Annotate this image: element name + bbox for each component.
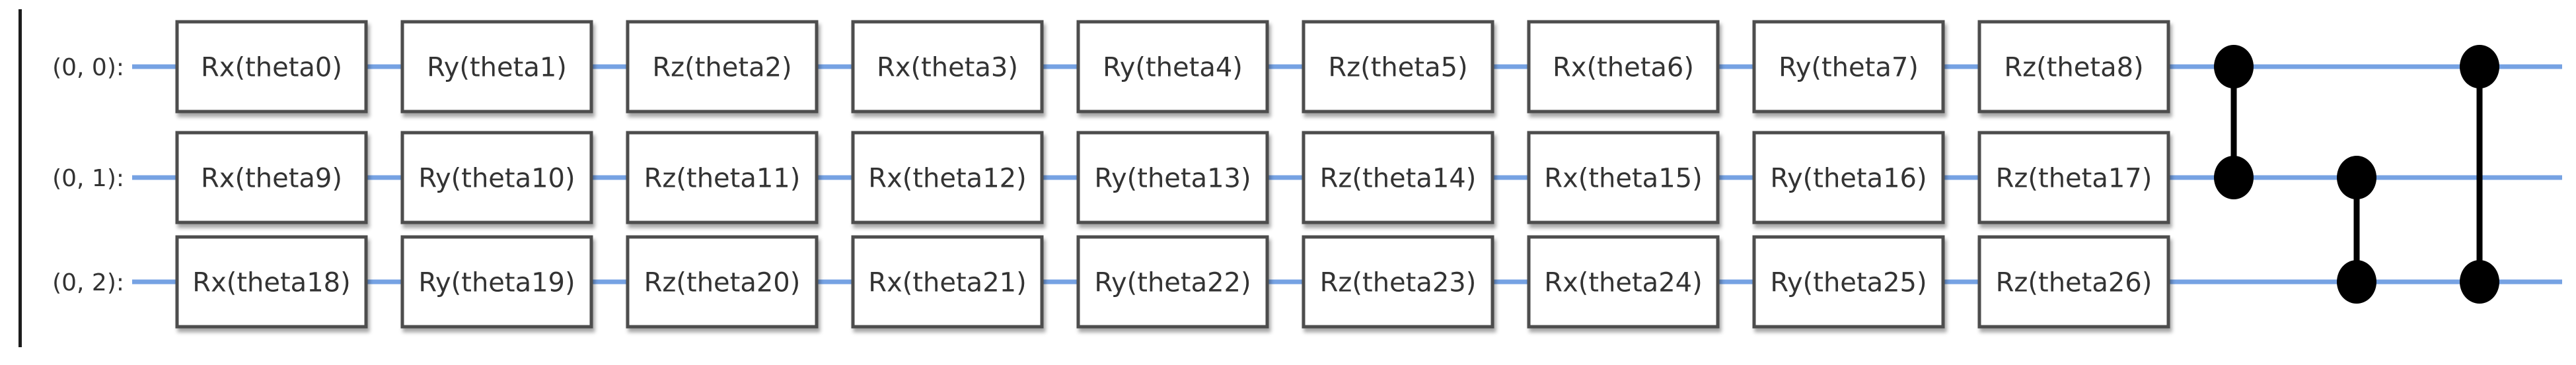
- gate-box: [1752, 20, 1945, 114]
- gate-box: [1977, 235, 2170, 329]
- gate: Ry(theta13): [1076, 131, 1269, 224]
- gate-label: Rx(theta21): [868, 267, 1026, 298]
- gate: Ry(theta4): [1076, 20, 1269, 114]
- gate-label: Rx(theta6): [1553, 52, 1694, 83]
- gate-label: Rx(theta18): [192, 267, 350, 298]
- gate: Rx(theta15): [1527, 131, 1720, 224]
- cz-control-dot: [2214, 45, 2254, 88]
- gate-box: [175, 131, 368, 224]
- gate-box: [1977, 131, 2170, 224]
- qubit-label: (0, 1):: [52, 165, 124, 192]
- gate-box: [626, 131, 819, 224]
- cz-control-dot: [2460, 45, 2499, 88]
- gate-box: [851, 131, 1044, 224]
- gate-box: [175, 235, 368, 329]
- gate: Ry(theta1): [400, 20, 593, 114]
- gate-box: [626, 20, 819, 114]
- gate-label: Ry(theta16): [1770, 163, 1927, 193]
- gate-box: [400, 131, 593, 224]
- gate-label: Ry(theta10): [418, 163, 575, 193]
- gate: Rx(theta18): [175, 235, 368, 329]
- cz-control-dot: [2214, 156, 2254, 199]
- gate: Rz(theta2): [626, 20, 819, 114]
- gate-box: [1527, 131, 1720, 224]
- gate: Rz(theta23): [1302, 235, 1494, 329]
- gate-label: Rz(theta20): [644, 267, 801, 298]
- gate-box: [400, 235, 593, 329]
- cz-control-dot: [2337, 260, 2376, 304]
- qubit-label: (0, 2):: [52, 269, 124, 296]
- gate-label: Rx(theta24): [1544, 267, 1702, 298]
- gate-box: [851, 235, 1044, 329]
- gate-box: [1302, 20, 1494, 114]
- gate: Ry(theta19): [400, 235, 593, 329]
- gate-label: Ry(theta4): [1103, 52, 1243, 83]
- gate-label: Ry(theta7): [1779, 52, 1919, 83]
- gate-label: Rx(theta3): [877, 52, 1018, 83]
- gate-box: [1302, 235, 1494, 329]
- gate-label: Rz(theta11): [644, 163, 801, 193]
- gate-label: Ry(theta13): [1094, 163, 1251, 193]
- gate-box: [626, 235, 819, 329]
- gate-label: Rz(theta17): [1996, 163, 2153, 193]
- gate-label: Rx(theta0): [201, 52, 342, 83]
- qubit-label: (0, 0):: [52, 54, 124, 81]
- gate: Rx(theta3): [851, 20, 1044, 114]
- gate-label: Rz(theta5): [1328, 52, 1467, 83]
- cz-control-dot: [2337, 156, 2376, 199]
- gate: Rz(theta11): [626, 131, 819, 224]
- gate-box: [1752, 235, 1945, 329]
- gate-label: Rz(theta8): [2004, 52, 2143, 83]
- gate-label: Ry(theta25): [1770, 267, 1927, 298]
- gate-label: Ry(theta1): [427, 52, 567, 83]
- gate-label: Ry(theta19): [418, 267, 575, 298]
- gate-box: [1752, 131, 1945, 224]
- gate: Ry(theta10): [400, 131, 593, 224]
- gate: Ry(theta7): [1752, 20, 1945, 114]
- gate: Ry(theta25): [1752, 235, 1945, 329]
- gate: Ry(theta16): [1752, 131, 1945, 224]
- gate-box: [1302, 131, 1494, 224]
- cz-connector: [2337, 156, 2376, 304]
- gate-box: [175, 20, 368, 114]
- gate: Rz(theta17): [1977, 131, 2170, 224]
- gate-box: [851, 20, 1044, 114]
- gate: Rx(theta0): [175, 20, 368, 114]
- gate-box: [1977, 20, 2170, 114]
- gate-label: Rx(theta9): [201, 163, 342, 193]
- gate-label: Ry(theta22): [1094, 267, 1251, 298]
- gate-label: Rx(theta12): [868, 163, 1026, 193]
- gate-box: [1076, 131, 1269, 224]
- gate: Rz(theta26): [1977, 235, 2170, 329]
- cz-connector: [2460, 45, 2499, 304]
- gate-box: [1527, 20, 1720, 114]
- gate-label: Rx(theta15): [1544, 163, 1702, 193]
- gate-label: Rz(theta23): [1320, 267, 1477, 298]
- gate: Rz(theta8): [1977, 20, 2170, 114]
- gate-label: Rz(theta14): [1320, 163, 1477, 193]
- gate: Rx(theta6): [1527, 20, 1720, 114]
- gate: Rz(theta5): [1302, 20, 1494, 114]
- gate: Rx(theta9): [175, 131, 368, 224]
- gate: Rz(theta14): [1302, 131, 1494, 224]
- gate: Rx(theta21): [851, 235, 1044, 329]
- gate-label: Rz(theta26): [1996, 267, 2153, 298]
- gate-box: [400, 20, 593, 114]
- gate: Ry(theta22): [1076, 235, 1269, 329]
- gate-box: [1527, 235, 1720, 329]
- cz-control-dot: [2460, 260, 2499, 304]
- gate-box: [1076, 235, 1269, 329]
- gate-label: Rz(theta2): [652, 52, 791, 83]
- gate: Rx(theta24): [1527, 235, 1720, 329]
- cz-connector: [2214, 45, 2254, 199]
- gate-box: [1076, 20, 1269, 114]
- gate: Rz(theta20): [626, 235, 819, 329]
- gate: Rx(theta12): [851, 131, 1044, 224]
